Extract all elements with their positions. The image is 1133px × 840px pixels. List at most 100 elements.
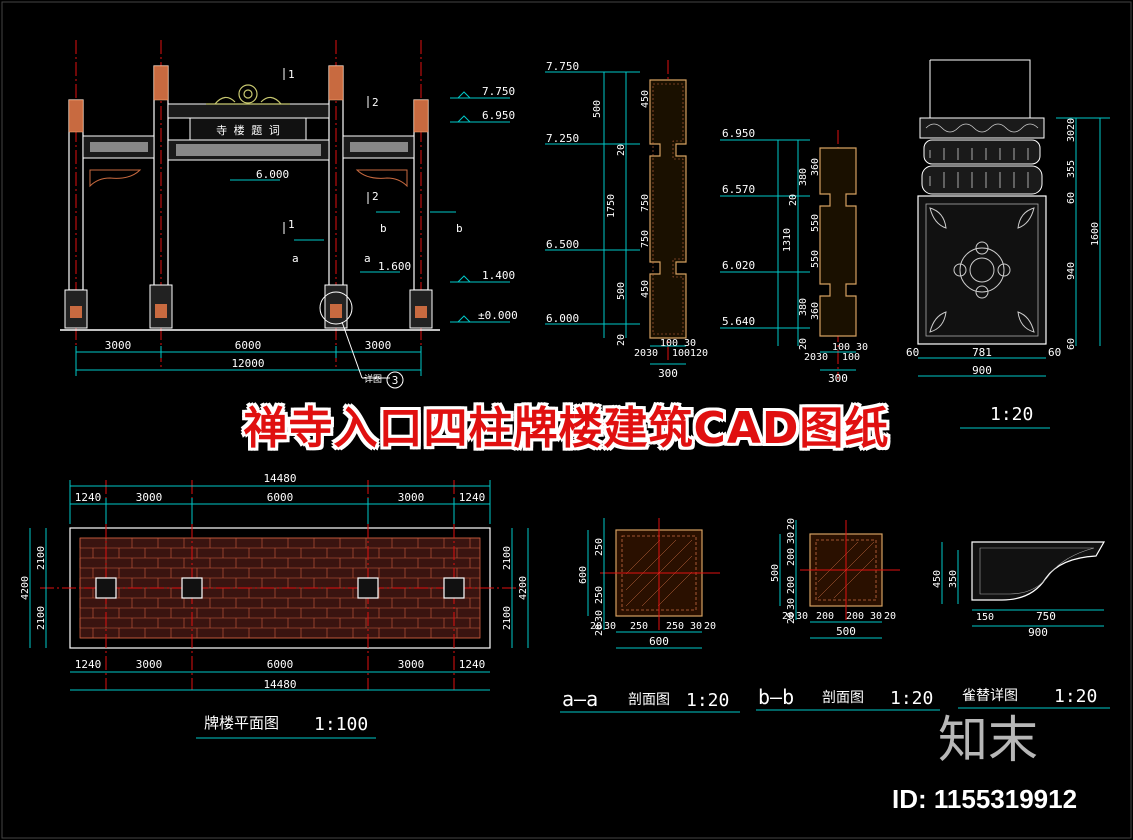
sa-bot-30b: 30 (690, 621, 702, 632)
detail-callout-number: 3 (392, 374, 399, 387)
col1-bot-100a: 100 (660, 338, 678, 349)
sa-bot-20b: 20 (704, 621, 716, 632)
id-label: ID: 1155319912 (892, 784, 1078, 814)
col2-level-5640: 5.640 (722, 315, 755, 328)
elev-dim-center: 6000 (235, 339, 262, 352)
col1-bot-100b: 100 (672, 348, 690, 359)
plan-title: 牌楼平面图 (204, 714, 279, 732)
bracket-title: 雀替详图 (962, 688, 1018, 704)
col1-level-7750: 7.750 (546, 60, 579, 73)
col2-bot-100b: 100 (842, 352, 860, 363)
sb-bot-20a: 20 (782, 611, 794, 622)
sb-total: 500 (836, 625, 856, 638)
sa-scale: 1:20 (686, 690, 729, 711)
plan-right-2100-top: 2100 (502, 546, 513, 570)
ped-dim-60-bottom: 60 (1066, 338, 1077, 350)
level-7750: 7.750 (482, 85, 515, 98)
col2-level-6570: 6.570 (722, 183, 755, 196)
plan-bot-6000: 6000 (267, 658, 294, 671)
sb-bot-20b: 20 (884, 611, 896, 622)
sa-bot-250a: 250 (630, 621, 648, 632)
plan-top-3000-left: 3000 (136, 491, 163, 504)
col1-total-300: 300 (658, 367, 678, 380)
col2-inner-360-bottom: 360 (810, 302, 821, 320)
section-mark-2-bottom: 2 (372, 190, 379, 203)
sb-title-mark: b—b (758, 685, 794, 709)
sa-left-600: 600 (578, 566, 589, 584)
sb-left-30b: 30 (786, 598, 797, 610)
plan-left-2100-bottom: 2100 (36, 606, 47, 630)
col1-inner-750-b: 750 (640, 230, 651, 248)
level-1600: 1.600 (378, 260, 411, 273)
ped-bot-60-left: 60 (906, 346, 919, 359)
section-mark-b-left: b (380, 222, 387, 235)
col2-inner-360-top: 360 (810, 158, 821, 176)
sa-left-20: 20 (594, 624, 605, 636)
br-left-350: 350 (948, 570, 959, 588)
br-bot-150: 150 (976, 612, 994, 623)
plan-top-1240-left: 1240 (75, 491, 102, 504)
sa-left-30: 30 (594, 610, 605, 622)
bracket-scale: 1:20 (1054, 686, 1097, 707)
section-mark-1-top: 1 (288, 68, 295, 81)
section-b-b: 20 30 200 500 200 30 20 20 30 200 200 30… (756, 518, 940, 711)
sb-left-20b: 20 (786, 612, 797, 624)
detail-callout-text: 详图 (364, 373, 382, 385)
ped-dim-20: 20 (1066, 118, 1077, 130)
col2-bot-20: 20 (804, 352, 816, 363)
col1-dim-20-bottom: 20 (616, 334, 627, 346)
section-mark-b-right: b (456, 222, 463, 235)
col2-level-6950: 6.950 (722, 127, 755, 140)
ped-dim-60-top: 60 (1066, 192, 1077, 204)
col1-inner-450-top: 450 (640, 90, 651, 108)
pedestal-detail: 20 30 355 60 940 60 1600 60 781 60 900 1… (906, 59, 1110, 429)
level-0000: ±0.000 (478, 309, 518, 322)
col1-dim-500-top: 500 (592, 100, 603, 118)
sa-total: 600 (649, 635, 669, 648)
column-1-section: 7.750 7.250 6.500 6.000 500 20 1750 500 … (545, 60, 708, 380)
sb-title: 剖面图 (822, 690, 864, 706)
plan-top-6000: 6000 (267, 491, 294, 504)
plan-bot-1240-right: 1240 (459, 658, 486, 671)
ped-bot-900: 900 (972, 364, 992, 377)
level-1400: 1.400 (482, 269, 515, 282)
ped-dim-940: 940 (1066, 262, 1077, 280)
plan-scale: 1:100 (314, 714, 368, 735)
sb-left-500: 500 (770, 564, 781, 582)
ped-dim-1600: 1600 (1090, 222, 1101, 246)
plan-bot-1240-left: 1240 (75, 658, 102, 671)
col2-bot-100a: 100 (832, 342, 850, 353)
col2-dim-1310: 1310 (782, 228, 793, 252)
plan-bot-3000-left: 3000 (136, 658, 163, 671)
sb-bot-30b: 30 (870, 611, 882, 622)
level-6000: 6.000 (256, 168, 289, 181)
section-mark-a-left: a (292, 252, 299, 265)
column-2-section: 6.950 6.570 6.020 5.640 380 20 1310 380 … (720, 127, 868, 385)
plan-bot-3000-right: 3000 (398, 658, 425, 671)
sa-title: 剖面图 (628, 692, 670, 708)
br-left-450: 450 (932, 570, 943, 588)
pedestal-scale: 1:20 (990, 404, 1033, 425)
plan-right-4200: 4200 (518, 576, 529, 600)
col1-dim-1750: 1750 (606, 194, 617, 218)
sa-bot-250b: 250 (666, 621, 684, 632)
elev-dim-left: 3000 (105, 339, 132, 352)
col1-dim-20-top: 20 (616, 144, 627, 156)
brand-logo: 知末 (938, 711, 1038, 769)
banner-title: 禅寺入口四柱牌楼建筑CAD图纸 (243, 403, 890, 454)
plan-right-2100-bottom: 2100 (502, 606, 513, 630)
col1-level-6000: 6.000 (546, 312, 579, 325)
bracket-detail: 450 350 150 750 900 雀替详图 1:20 (932, 541, 1110, 709)
col1-bot-120: 120 (690, 348, 708, 359)
sb-bot-30a: 30 (796, 611, 808, 622)
ped-bot-781: 781 (972, 346, 992, 359)
col2-level-6020: 6.020 (722, 259, 755, 272)
col1-dim-500-bottom: 500 (616, 282, 627, 300)
col1-bot-30b: 30 (684, 338, 696, 349)
roof-ornament (206, 84, 290, 105)
elev-dim-right: 3000 (365, 339, 392, 352)
sb-bot-200b: 200 (846, 611, 864, 622)
plan-top-total: 14480 (263, 472, 296, 485)
sb-bot-200a: 200 (816, 611, 834, 622)
